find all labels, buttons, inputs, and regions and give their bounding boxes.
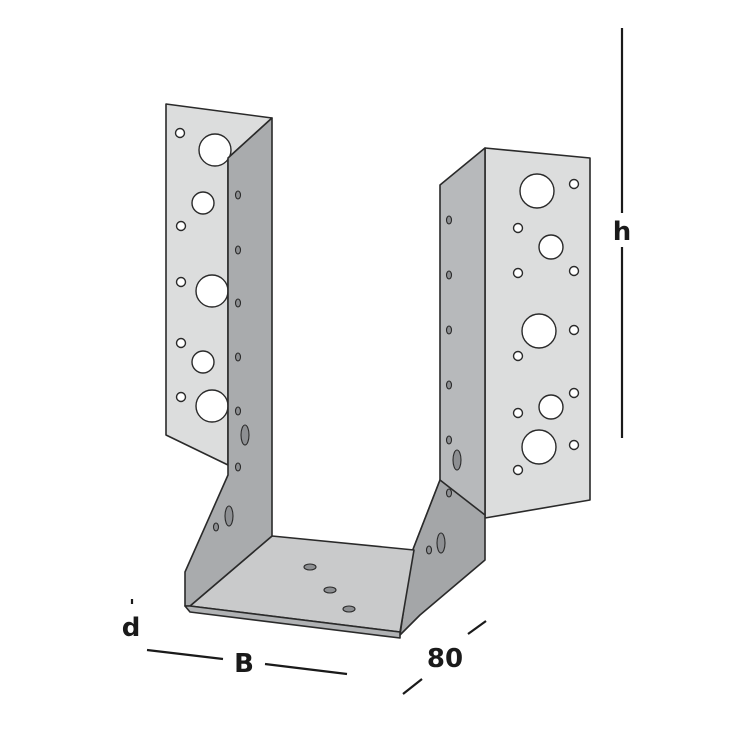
width-label: B xyxy=(234,649,254,679)
left-wall-nail-holes xyxy=(212,190,250,532)
right-flange-holes xyxy=(512,173,580,476)
height-label: h xyxy=(613,217,632,247)
height-dimension: h xyxy=(613,28,632,438)
thickness-dimension: d xyxy=(122,599,141,643)
left-flange-holes xyxy=(174,127,232,423)
thickness-label: d xyxy=(122,613,141,643)
depth-label: 80 xyxy=(427,644,463,674)
width-dimension: B xyxy=(146,648,348,679)
base-holes xyxy=(303,563,356,613)
base-front-edge xyxy=(184,605,401,639)
right-wall-nail-holes xyxy=(425,215,462,555)
depth-dimension: 80 xyxy=(402,620,487,695)
